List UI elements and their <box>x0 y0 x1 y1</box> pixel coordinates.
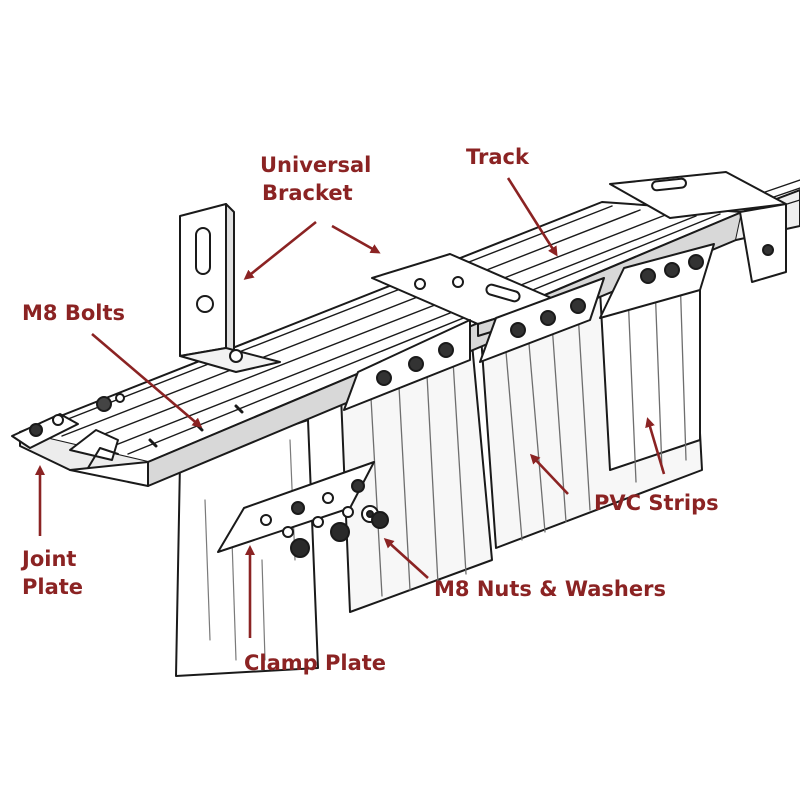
universal-bracket-right <box>609 171 787 283</box>
m8-bolts-on-track <box>96 393 125 412</box>
arrow-m8-bolts <box>91 333 203 428</box>
universal-bracket-left <box>179 203 281 373</box>
joint-plate <box>11 413 79 449</box>
arrow-universal-bracket-right <box>331 224 381 254</box>
arrow-m8-nuts-washers <box>383 537 429 579</box>
callout-arrows <box>35 177 666 638</box>
arrow-pvc-strips-1 <box>529 453 569 495</box>
arrow-track <box>506 177 558 257</box>
label-joint-plate-line2: Plate <box>22 575 84 599</box>
clamp-plate <box>217 461 375 553</box>
m8-nuts-washers <box>290 505 389 558</box>
label-m8-bolts: M8 Bolts <box>22 301 125 325</box>
arrow-pvc-strips-2 <box>645 417 666 475</box>
strip-hangers <box>343 243 715 411</box>
label-joint-plate-line1: Joint <box>22 547 77 571</box>
label-m8-nuts-washers: M8 Nuts & Washers <box>434 577 666 601</box>
label-track: Track <box>466 145 529 169</box>
label-universal-bracket-line2: Bracket <box>262 181 353 205</box>
label-pvc-strips: PVC Strips <box>594 491 719 515</box>
label-clamp-plate: Clamp Plate <box>244 651 387 675</box>
arrow-universal-bracket-left <box>243 220 317 280</box>
label-universal-bracket-line1: Universal <box>260 153 372 177</box>
